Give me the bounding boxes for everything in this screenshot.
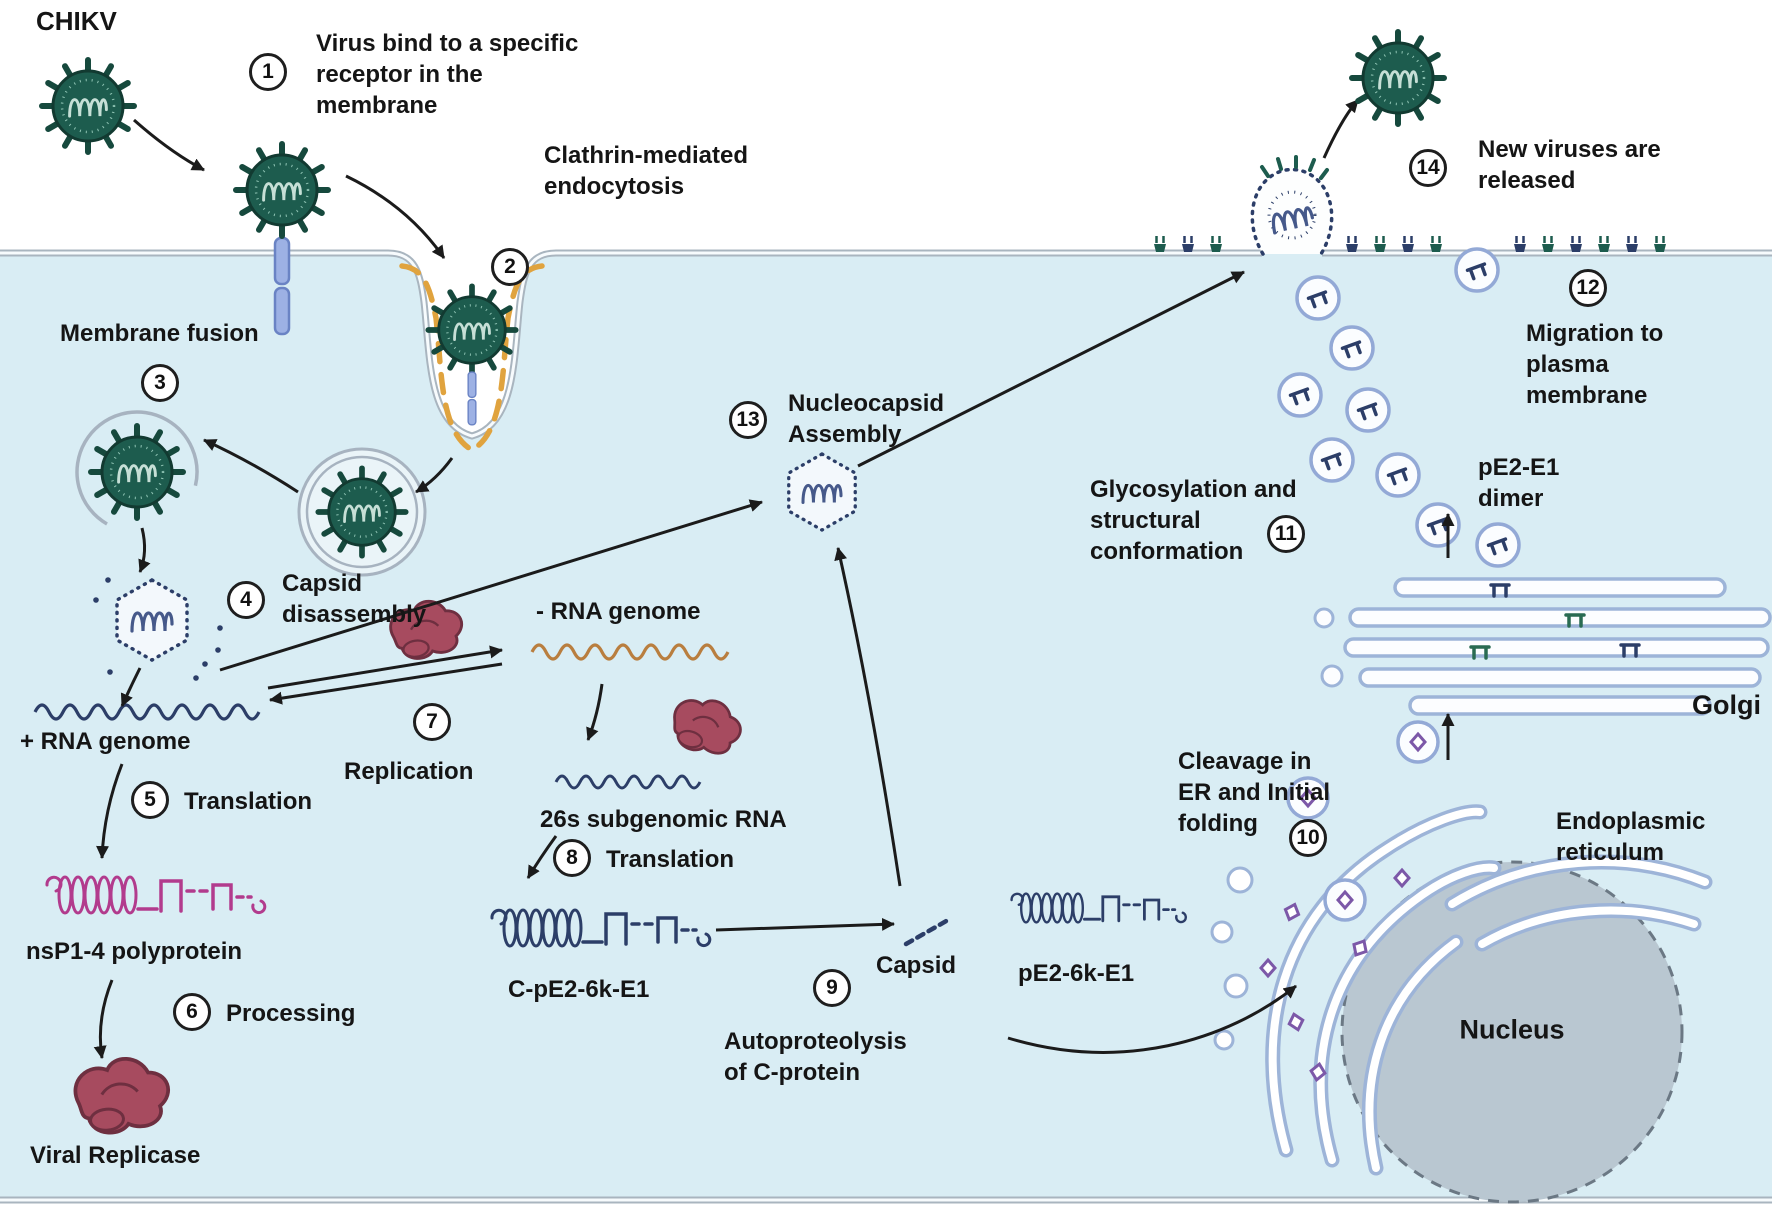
nucleus-label: Nucleus — [1459, 1014, 1565, 1045]
step-14-label: New viruses are released — [1478, 136, 1661, 194]
chikv-virion-icon — [42, 60, 134, 152]
endosome-icon — [299, 449, 425, 575]
released-virion-icon — [1352, 32, 1444, 124]
minus-rna-genome-icon — [530, 643, 730, 661]
step-8-label: Translation — [606, 846, 735, 873]
bottom-margin — [0, 1203, 1772, 1213]
step-5-label: Translation — [184, 788, 313, 815]
viral-replicase-label: Viral Replicase — [30, 1142, 201, 1169]
c-pe2-6k-e1-label: C-pE2-6k-E1 — [508, 976, 650, 1003]
plus-rna-label: + RNA genome — [20, 728, 191, 755]
minus-rna-label: - RNA genome — [536, 598, 701, 625]
plasma-membrane — [0, 249, 1772, 440]
step-13-label: Nucleocapsid Assembly — [788, 390, 945, 448]
plus-rna-genome-icon — [33, 703, 261, 721]
pe2-6k-e1-label: pE2-6k-E1 — [1018, 960, 1135, 987]
golgi-apparatus — [1313, 577, 1772, 716]
step-1-number: 1 — [249, 53, 287, 91]
step-9-label: Autoproteolysis of C-protein — [724, 1028, 907, 1086]
step-7-label: Replication — [344, 758, 474, 785]
step-14-number: 14 — [1409, 149, 1447, 187]
step-5-number: 5 — [131, 781, 169, 819]
step-11-label: Glycosylation and structural conformatio… — [1090, 476, 1297, 565]
nsp-polyprotein-label: nsP1-4 polyprotein — [26, 938, 243, 965]
step-4-number: 4 — [227, 581, 265, 619]
pe2-e1-dimer-label: pE2-E1 dimer — [1478, 454, 1560, 512]
cell-cytoplasm — [0, 253, 1772, 1213]
subgenomic-rna-label: 26s subgenomic RNA — [540, 806, 787, 833]
step-9-number: 9 — [813, 969, 851, 1007]
step-6-label: Processing — [226, 1000, 356, 1027]
step-3-number: 3 — [141, 364, 179, 402]
nucleus — [1340, 860, 1684, 1204]
step-11-number: 11 — [1267, 515, 1305, 553]
er-label: Endoplasmic reticulum — [1556, 808, 1706, 866]
step-13-number: 13 — [729, 401, 767, 439]
step-10-label: Cleavage in ER and Initial folding — [1178, 748, 1331, 837]
virus-bound-to-receptor-icon — [236, 144, 328, 236]
virus-title-label: CHIKV — [36, 6, 117, 36]
step-12-label: Migration to plasma membrane — [1526, 320, 1664, 409]
step-6-number: 6 — [173, 993, 211, 1031]
step-1-label: Virus bind to a specific receptor in the… — [316, 30, 579, 119]
step-2-label: Clathrin-mediated endocytosis — [544, 142, 749, 200]
step-12-number: 12 — [1569, 269, 1607, 307]
step-8-number: 8 — [553, 839, 591, 877]
capsid-protein-icon — [903, 917, 951, 947]
process-arrows — [93, 99, 1455, 1059]
step-2-number: 2 — [491, 248, 529, 286]
capsid-label: Capsid — [876, 952, 957, 979]
capsid-disassembly-icon — [93, 577, 223, 681]
endoplasmic-reticulum — [1210, 804, 1713, 1176]
subgenomic-rna-icon — [554, 774, 702, 790]
golgi-label: Golgi — [1692, 690, 1761, 720]
step-10-number: 10 — [1289, 819, 1327, 857]
budding-virion-icon — [1250, 155, 1334, 256]
membrane-fusion-virus-icon — [75, 410, 199, 534]
step-3-label: Membrane fusion — [60, 320, 259, 347]
step-7-number: 7 — [413, 703, 451, 741]
step-4-label: Capsid disassembly — [282, 570, 427, 628]
pit-receptor-icon — [467, 371, 477, 426]
